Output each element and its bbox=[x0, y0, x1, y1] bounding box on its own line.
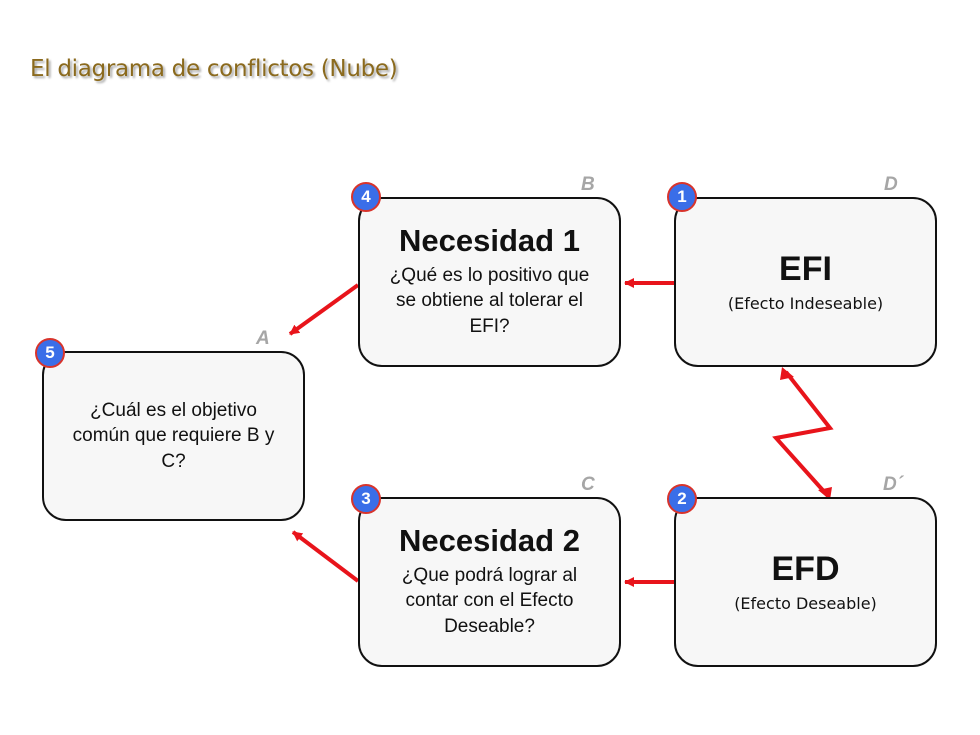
box-d-undesirable-effect: EFI (Efecto Indeseable) bbox=[674, 197, 937, 367]
conflict-lightning-arrow bbox=[772, 370, 834, 498]
box-a-text: ¿Cuál es el objetivo común que requiere … bbox=[72, 399, 275, 472]
badge-2: 2 bbox=[667, 484, 697, 514]
box-a-common-objective: ¿Cuál es el objetivo común que requiere … bbox=[42, 351, 305, 521]
box-d-prime-heading: EFD bbox=[771, 549, 840, 588]
label-a: A bbox=[256, 328, 270, 349]
arrow-c-to-a bbox=[291, 530, 360, 583]
arrow-b-to-a bbox=[288, 283, 360, 336]
box-c-text: ¿Que podrá lograr al contar con el Efect… bbox=[401, 564, 578, 637]
box-d-subtext: (Efecto Indeseable) bbox=[727, 294, 884, 314]
conflict-arrowhead-bottom bbox=[818, 487, 832, 500]
label-c: C bbox=[581, 474, 595, 495]
box-c-heading: Necesidad 2 bbox=[399, 523, 580, 559]
page-title: El diagrama de conflictos (Nube) bbox=[30, 56, 398, 82]
box-b-text: ¿Qué es lo positivo que se obtiene al to… bbox=[389, 264, 590, 337]
box-c-need-2: Necesidad 2 ¿Que podrá lograr al contar … bbox=[358, 497, 621, 667]
box-d-prime-desirable-effect: EFD (Efecto Deseable) bbox=[674, 497, 937, 667]
box-b-heading: Necesidad 1 bbox=[399, 223, 580, 259]
box-d-heading: EFI bbox=[779, 249, 832, 288]
label-d: D bbox=[884, 174, 898, 195]
badge-4: 4 bbox=[351, 182, 381, 212]
box-b-need-1: Necesidad 1 ¿Qué es lo positivo que se o… bbox=[358, 197, 621, 367]
label-d-prime: D´ bbox=[883, 474, 904, 495]
conflict-arrowhead-top bbox=[780, 367, 794, 380]
badge-5: 5 bbox=[35, 338, 65, 368]
badge-1: 1 bbox=[667, 182, 697, 212]
label-b: B bbox=[581, 174, 595, 195]
box-d-prime-subtext: (Efecto Deseable) bbox=[734, 594, 877, 614]
badge-3: 3 bbox=[351, 484, 381, 514]
